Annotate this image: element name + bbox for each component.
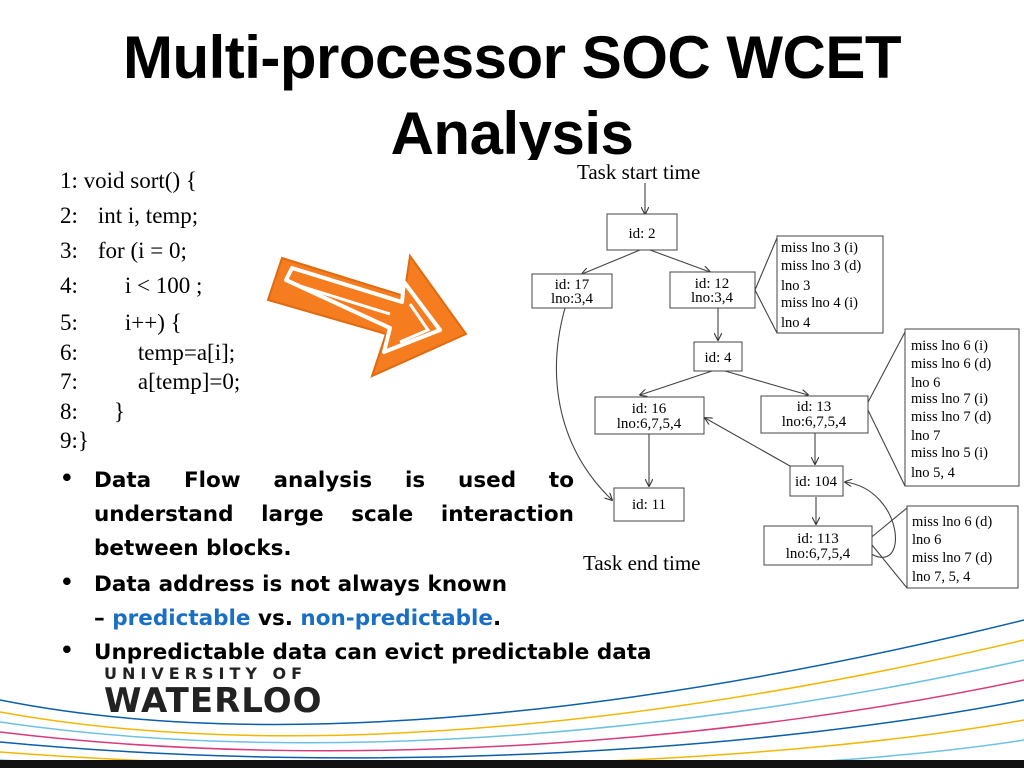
svg-text:miss lno 4 (i): miss lno 4 (i)	[781, 295, 858, 311]
svg-text:miss lno 3 (i): miss lno 3 (i)	[781, 240, 858, 256]
bullet-dot-icon: •	[60, 638, 74, 663]
svg-text:miss lno 3 (d): miss lno 3 (d)	[781, 258, 861, 274]
note-node-12: miss lno 3 (i) miss lno 3 (d) lno 3 miss…	[776, 235, 884, 334]
code-line-7: 7:a[temp]=0;	[60, 369, 241, 394]
svg-text:lno 6: lno 6	[912, 532, 941, 548]
slide-title-line2: Analysis	[390, 100, 634, 160]
svg-text:miss lno 6 (d): miss lno 6 (d)	[911, 356, 991, 372]
svg-text:lno 6: lno 6	[911, 375, 940, 391]
svg-text:lno:3,4: lno:3,4	[691, 290, 734, 306]
code-line-6: 6:temp=a[i];	[60, 340, 236, 365]
svg-text:id: 104: id: 104	[795, 474, 838, 490]
note-node-113: miss lno 6 (d) lno 6 miss lno 7 (d) lno …	[906, 505, 1019, 589]
bullet-2-line-1: Data address is not always known	[94, 572, 508, 597]
svg-text:id: 13: id: 13	[797, 399, 832, 415]
code-line-3: 3:for (i = 0;	[60, 238, 187, 263]
svg-text:id: 4: id: 4	[704, 350, 732, 366]
svg-text:id: 113: id: 113	[797, 531, 839, 547]
logo-line-bottom: WATERLOO	[104, 681, 323, 721]
code-line-1: 1: void sort() {	[60, 168, 197, 193]
svg-text:lno:6,7,5,4: lno:6,7,5,4	[617, 416, 682, 432]
svg-text:id: 11: id: 11	[632, 497, 666, 513]
svg-text:id: 2: id: 2	[628, 226, 655, 242]
code-line-2: 2:int i, temp;	[60, 203, 199, 228]
node-id-13: id: 13 lno:6,7,5,4	[760, 395, 869, 434]
svg-text:id: 17: id: 17	[555, 277, 590, 293]
code-line-9: 9:}	[60, 428, 89, 453]
bullet-2-line-2: – predictable vs. non-predictable.	[94, 606, 502, 631]
svg-text:lno:6,7,5,4: lno:6,7,5,4	[782, 414, 847, 430]
logo-line-top: UNIVERSITY OF	[104, 664, 308, 683]
node-id-12: id: 12 lno:3,4	[669, 271, 756, 309]
note-node-13: miss lno 6 (i) miss lno 6 (d) lno 6 miss…	[904, 328, 1020, 487]
svg-text:lno:3,4: lno:3,4	[551, 291, 594, 307]
bullet-dot-icon: •	[60, 570, 74, 595]
svg-text:lno 3: lno 3	[781, 278, 810, 294]
svg-text:miss lno 7 (d): miss lno 7 (d)	[911, 409, 991, 425]
svg-text:lno 4: lno 4	[781, 315, 811, 331]
svg-text:miss lno 6 (d): miss lno 6 (d)	[912, 514, 992, 530]
bullet-1-line-3: between blocks.	[94, 536, 292, 561]
svg-text:id: 16: id: 16	[632, 401, 667, 417]
code-line-5: 5:i++) {	[60, 310, 182, 335]
svg-text:miss lno 7 (i): miss lno 7 (i)	[911, 391, 988, 407]
svg-text:miss lno 5 (i): miss lno 5 (i)	[911, 445, 988, 461]
svg-text:lno 7: lno 7	[911, 428, 940, 444]
svg-text:id: 12: id: 12	[695, 276, 730, 292]
node-id-16: id: 16 lno:6,7,5,4	[594, 396, 705, 435]
svg-text:lno 5, 4: lno 5, 4	[911, 465, 956, 481]
node-id-113: id: 113 lno:6,7,5,4	[763, 525, 873, 566]
svg-text:miss lno 6 (i): miss lno 6 (i)	[911, 338, 988, 354]
code-line-8: 8:}	[60, 399, 125, 424]
bullet-dot-icon: •	[60, 466, 74, 491]
slide-title-line1: Multi-processor SOC WCET	[122, 24, 902, 91]
node-id-4: id: 4	[693, 341, 743, 372]
node-id-2: id: 2	[606, 213, 678, 251]
task-start-label: Task start time	[577, 160, 700, 184]
svg-text:miss lno 7 (d): miss lno 7 (d)	[912, 550, 992, 566]
node-id-11: id: 11	[613, 487, 685, 522]
svg-text:lno 7, 5, 4: lno 7, 5, 4	[912, 569, 971, 585]
task-end-label: Task end time	[583, 551, 701, 575]
code-line-4: 4:i < 100 ;	[60, 273, 203, 298]
node-id-17: id: 17 lno:3,4	[531, 273, 613, 309]
university-logo: UNIVERSITY OF WATERLOO	[104, 664, 323, 721]
svg-text:lno:6,7,5,4: lno:6,7,5,4	[786, 546, 851, 562]
node-id-104: id: 104	[789, 465, 844, 497]
